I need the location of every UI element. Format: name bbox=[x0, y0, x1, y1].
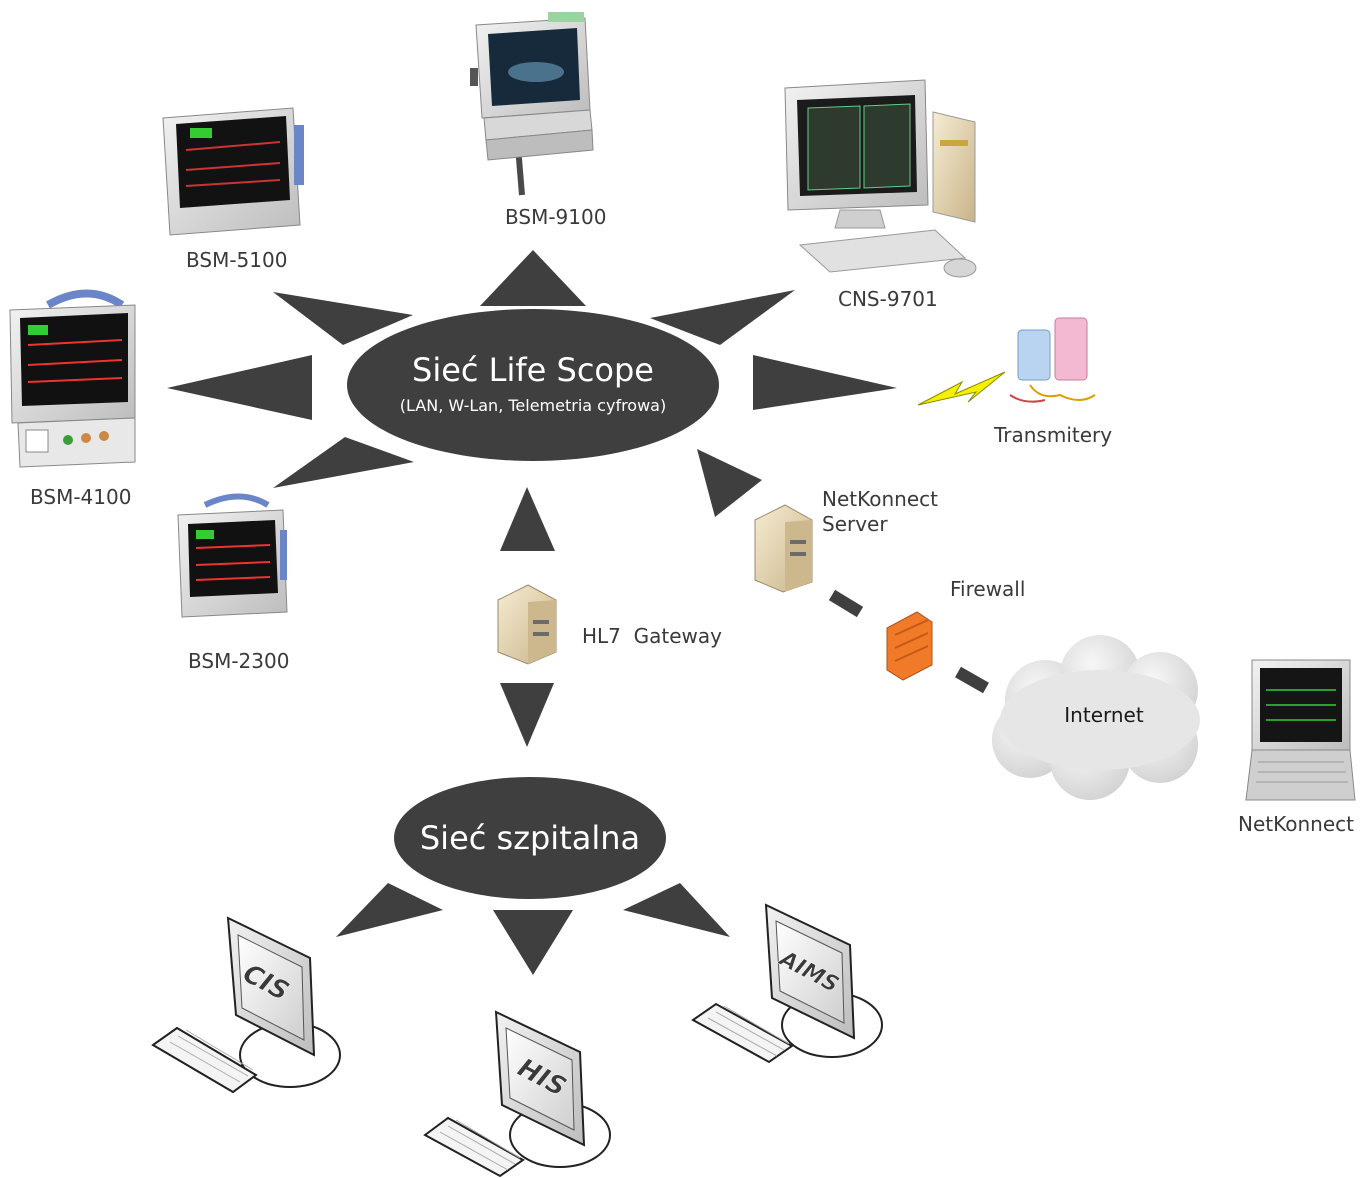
arrow-hl7-up bbox=[500, 487, 555, 551]
bsm5100-label: BSM-5100 bbox=[186, 248, 288, 272]
arrow-to-cis bbox=[336, 883, 443, 937]
arrow-to-transmitters bbox=[753, 355, 897, 410]
arrow-to-aims bbox=[623, 883, 730, 937]
transmitters-icon bbox=[917, 317, 1096, 406]
netkonnect-laptop-icon bbox=[1245, 659, 1356, 801]
bsm2300-label: BSM-2300 bbox=[188, 649, 290, 673]
firewall-label: Firewall bbox=[950, 577, 1026, 601]
arrow-to-bsm2300 bbox=[273, 437, 414, 488]
life-scope-hub bbox=[347, 309, 719, 461]
netkonnect-server-label-line1: NetKonnect bbox=[822, 487, 938, 511]
arrow-to-cns9701 bbox=[650, 290, 795, 345]
hospital-hub bbox=[394, 777, 666, 899]
bsm9100-monitor-icon bbox=[470, 12, 594, 196]
cis-workstation-icon bbox=[151, 916, 341, 1094]
life-scope-title: Sieć Life Scope bbox=[412, 351, 654, 389]
arrow-to-bsm4100 bbox=[167, 355, 312, 420]
internet-cloud-icon bbox=[992, 635, 1200, 800]
bsm5100-monitor-icon bbox=[162, 107, 304, 236]
aims-workstation-icon bbox=[691, 903, 883, 1064]
netkonnect-client-label: NetKonnect bbox=[1238, 812, 1354, 836]
firewall-icon bbox=[886, 611, 933, 681]
bsm9100-label: BSM-9100 bbox=[505, 205, 607, 229]
internet-label: Internet bbox=[1064, 703, 1144, 727]
cns9701-computer-icon bbox=[784, 79, 977, 278]
hl7-gateway-label: HL7 Gateway bbox=[582, 624, 722, 648]
netkonnect-server-icon bbox=[754, 504, 813, 593]
his-workstation-icon bbox=[423, 1010, 611, 1178]
arrow-to-his bbox=[493, 910, 573, 975]
bsm4100-label: BSM-4100 bbox=[30, 485, 132, 509]
arrow-to-bsm5100 bbox=[273, 292, 413, 345]
bsm4100-monitor-icon bbox=[9, 289, 136, 468]
arrow-hl7-down bbox=[500, 683, 554, 747]
netkonnect-server-label-line2: Server bbox=[822, 512, 888, 536]
bsm2300-monitor-icon bbox=[177, 493, 288, 618]
cns9701-label: CNS-9701 bbox=[838, 287, 938, 311]
firewall-internet-link bbox=[955, 666, 989, 694]
server-firewall-link bbox=[828, 589, 864, 618]
arrow-to-netkonnect-server bbox=[697, 449, 762, 517]
hospital-title: Sieć szpitalna bbox=[419, 819, 641, 857]
life-scope-subtitle: (LAN, W-Lan, Telemetria cyfrowa) bbox=[399, 396, 667, 415]
hl7-gateway-server-icon bbox=[497, 584, 557, 665]
transmitters-label: Transmitery bbox=[994, 423, 1113, 447]
arrow-to-bsm9100 bbox=[480, 250, 586, 306]
